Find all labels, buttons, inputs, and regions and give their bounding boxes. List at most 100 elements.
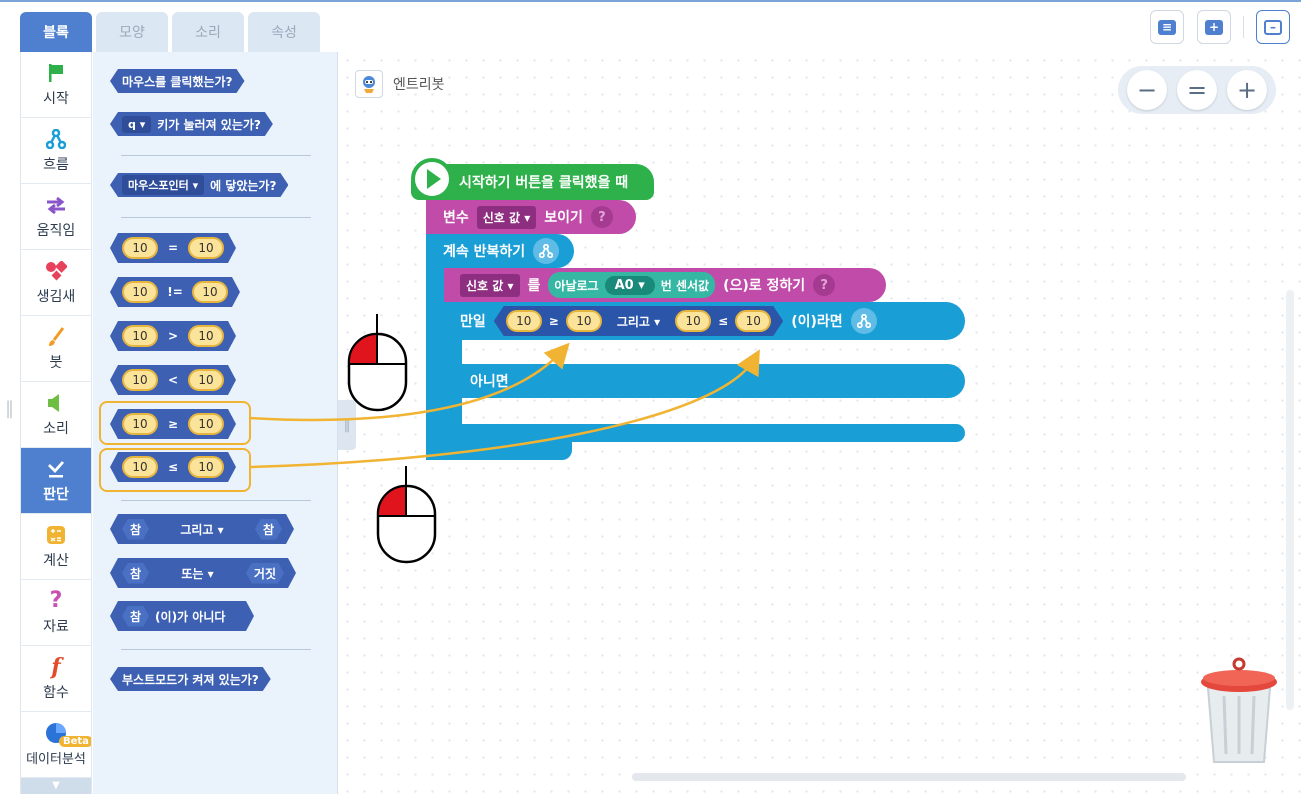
zoom-in-button[interactable]: + [1227,70,1267,110]
block-text: 보이기 [544,210,583,226]
palette-block-less[interactable]: 10 < 10 [110,365,236,395]
palette-block-touching[interactable]: 마우스포인터 ▾ 에 닿았는가? [110,173,288,197]
tab-sounds[interactable]: 소리 [172,12,244,52]
palette-block-not-equal[interactable]: 10 != 10 [110,277,240,307]
number-input[interactable]: 10 [192,281,228,303]
category-start[interactable]: 시작 [21,52,91,118]
number-input[interactable]: 10 [188,325,224,347]
number-input[interactable]: 10 [506,310,542,332]
palette-block-greater-equal[interactable]: 10 ≥ 10 [110,409,236,439]
key-dropdown[interactable]: q ▾ [122,116,151,133]
variable-dropdown[interactable]: 신호 값 ▾ [460,273,520,297]
check-icon [45,458,67,480]
target-dropdown[interactable]: 마우스포인터 ▾ [122,175,204,195]
zoom-controls: − = + [1118,66,1276,114]
block-text: 키가 눌러져 있는가? [157,117,261,132]
comment-button[interactable]: ≡ [1150,10,1184,44]
number-input[interactable]: 10 [188,369,224,391]
number-input[interactable]: 10 [122,325,158,347]
number-input[interactable]: 10 [122,413,158,435]
category-judge[interactable]: 판단 [21,448,91,514]
when-start-clicked-block[interactable]: 시작하기 버튼을 클릭했을 때 [411,164,654,200]
number-input[interactable]: 10 [566,310,602,332]
category-flow[interactable]: 흐름 [21,118,91,184]
category-data[interactable]: ? 자료 [21,580,91,646]
show-variable-block[interactable]: 변수 신호 값 ▾ 보이기 ? [426,200,636,234]
port-dropdown[interactable]: A0 ▾ [604,275,655,295]
flag-icon [45,62,67,84]
help-icon[interactable]: ? [813,274,836,296]
category-data-analysis[interactable]: Beta 데이터분석 [21,712,91,778]
palette-divider [121,649,311,650]
block-text: 마우스를 클릭했는가? [122,74,233,89]
number-input[interactable]: 10 [122,237,158,259]
tab-properties[interactable]: 속성 [248,12,320,52]
operator: ≥ [548,314,559,328]
palette-splitter-handle[interactable]: ‖ [338,400,356,450]
block-text: 변수 [443,210,469,226]
number-input[interactable]: 10 [122,369,158,391]
category-calculate[interactable]: 계산 [21,514,91,580]
number-input[interactable]: 10 [188,237,224,259]
category-label: 움직임 [36,222,76,239]
analog-sensor-block[interactable]: 아날로그 A0 ▾ 번 센서값 [548,272,716,298]
palette-block-and[interactable]: 참 그리고 ▾ 참 [110,514,294,544]
palette-block-key-pressed[interactable]: q ▾ 키가 눌러져 있는가? [110,112,273,136]
category-brush[interactable]: 붓 [21,316,91,382]
horizontal-scrollbar[interactable] [632,773,1186,781]
top-border [0,0,1301,2]
category-move[interactable]: 움직임 [21,184,91,250]
number-input[interactable]: 10 [188,456,224,478]
number-input[interactable]: 10 [122,456,158,478]
tab-blocks[interactable]: 블록 [20,12,92,52]
port-value: A0 [614,277,634,293]
op-dropdown[interactable]: 그리고 ▾ [616,314,661,329]
zoom-out-button[interactable]: − [1127,70,1167,110]
category-sound[interactable]: 소리 [21,382,91,448]
resize-grip-icon[interactable]: ‖ [5,398,14,419]
flow-icon [45,128,67,150]
if-else-block[interactable]: 만일 10 ≥ 10 그리고 ▾ 10 ≤ 10 (이)라면 [444,302,965,340]
block-text: 만일 [460,314,486,330]
palette-block-less-equal[interactable]: 10 ≤ 10 [110,452,236,482]
palette-block-not[interactable]: 참 (이)가 아니다 [110,601,254,631]
bool-slot[interactable]: 거짓 [246,563,284,584]
question-icon: ? [49,588,63,613]
entrybot-icon[interactable] [355,70,383,98]
beta-badge: Beta [59,736,91,747]
and-condition-block[interactable]: 10 ≥ 10 그리고 ▾ 10 ≤ 10 [494,306,783,336]
tab-shapes[interactable]: 모양 [96,12,168,52]
operator: > [167,329,179,343]
palette-block-boost-mode[interactable]: 부스트모드가 켜져 있는가? [110,667,271,691]
palette-divider [121,155,311,156]
palette-block-or[interactable]: 참 또는 ▾ 거짓 [110,558,296,588]
number-input[interactable]: 10 [188,413,224,435]
bool-slot[interactable]: 참 [122,563,149,584]
number-input[interactable]: 10 [122,281,158,303]
repeat-forever-block[interactable]: 계속 반복하기 [426,234,574,268]
minimize-button[interactable]: – [1256,10,1290,44]
block-text: 에 닿았는가? [210,178,277,193]
category-looks[interactable]: 생김새 [21,250,91,316]
op-dropdown[interactable]: 또는 ▾ [181,566,214,581]
number-input[interactable]: 10 [735,310,771,332]
vertical-scrollbar[interactable] [1286,290,1294,710]
palette-block-equal[interactable]: 10 = 10 [110,233,236,263]
variable-dropdown[interactable]: 신호 값 ▾ [476,205,537,229]
op-value: 그리고 [616,314,650,329]
scroll-down-icon[interactable]: ▼ [21,778,91,794]
set-variable-block[interactable]: 신호 값 ▾ 를 아날로그 A0 ▾ 번 센서값 (으)로 정하기 ? [444,268,886,302]
number-input[interactable]: 10 [675,310,711,332]
bool-slot[interactable]: 참 [255,519,282,540]
bool-slot[interactable]: 참 [122,519,149,540]
category-label: 시작 [43,90,69,107]
operator: ≥ [167,417,179,431]
palette-block-greater[interactable]: 10 > 10 [110,321,236,351]
palette-block-mouse-click[interactable]: 마우스를 클릭했는가? [110,69,245,93]
add-comment-button[interactable]: + [1197,10,1231,44]
help-icon[interactable]: ? [590,206,613,228]
category-function[interactable]: f 함수 [21,646,91,712]
zoom-reset-button[interactable]: = [1177,70,1217,110]
bool-slot[interactable]: 참 [122,606,149,627]
op-dropdown[interactable]: 그리고 ▾ [180,522,224,537]
